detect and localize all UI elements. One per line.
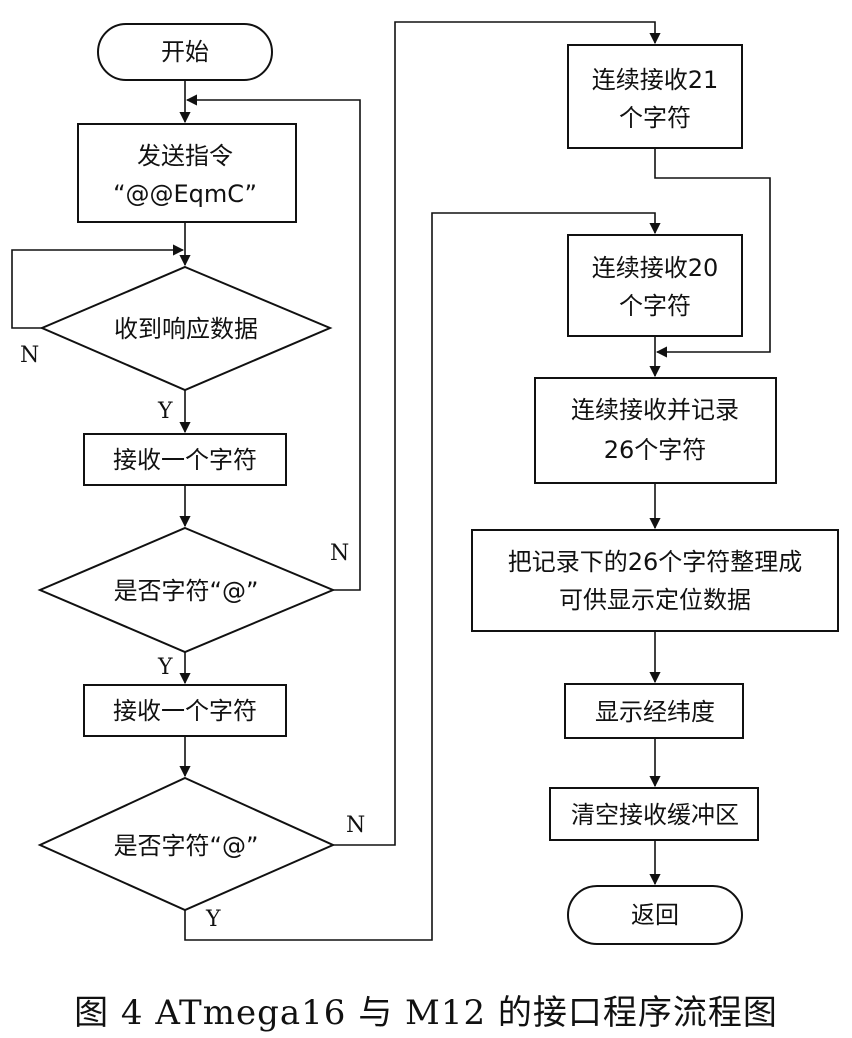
node-recv-char-1-label: 接收一个字符 xyxy=(113,446,257,474)
node-format: 把记录下的26个字符整理成 可供显示定位数据 xyxy=(471,529,839,632)
node-recv26-line1: 连续接收并记录 xyxy=(571,396,739,424)
decision-is-at-2: 是否字符“@” xyxy=(37,776,336,912)
node-recv20-line1: 连续接收20 xyxy=(592,254,719,282)
label-at2-yes: Y xyxy=(205,907,221,932)
label-recv-yes: Y xyxy=(157,399,173,424)
decision-is-at-2-label: 是否字符“@” xyxy=(114,832,259,860)
label-at1-no: N xyxy=(330,541,349,566)
node-recv-char-2: 接收一个字符 xyxy=(83,684,287,737)
node-recv21-line1: 连续接收21 xyxy=(592,66,719,94)
node-format-line1: 把记录下的26个字符整理成 xyxy=(508,548,803,576)
node-clear: 清空接收缓冲区 xyxy=(549,787,759,841)
node-recv26-line2: 26个字符 xyxy=(604,436,707,464)
node-start: 开始 xyxy=(97,23,273,81)
node-display-label: 显示经纬度 xyxy=(595,698,715,726)
flowchart: 开始 发送指令 “@@EqmC” 收到响应数据 接收一个字符 是否字符“@” 接… xyxy=(11,21,839,945)
node-recv26: 连续接收并记录 26个字符 xyxy=(534,377,777,484)
node-return: 返回 xyxy=(567,885,743,945)
label-recv-no: N xyxy=(20,343,39,368)
node-recv-char-1: 接收一个字符 xyxy=(83,433,287,486)
edge-recv21-to-merge xyxy=(654,148,771,358)
decision-is-at-1-label: 是否字符“@” xyxy=(114,577,259,605)
node-format-line2: 可供显示定位数据 xyxy=(559,586,751,614)
decision-is-at-1: 是否字符“@” xyxy=(37,526,336,654)
edge-recv-no-loop xyxy=(11,244,185,329)
node-send-command: 发送指令 “@@EqmC” xyxy=(77,123,297,223)
node-return-label: 返回 xyxy=(631,901,679,929)
decision-recv-check: 收到响应数据 xyxy=(39,265,333,392)
node-recv20: 连续接收20 个字符 xyxy=(567,234,743,337)
node-recv21: 连续接收21 个字符 xyxy=(567,44,743,149)
node-recv20-line2: 个字符 xyxy=(619,292,691,320)
node-recv21-line2: 个字符 xyxy=(619,104,691,132)
edge-at2-yes xyxy=(184,212,661,941)
decision-recv-check-label: 收到响应数据 xyxy=(114,315,258,343)
edge-at1-no-back xyxy=(185,94,361,591)
node-send-command-line1: 发送指令 xyxy=(137,142,233,170)
node-clear-label: 清空接收缓冲区 xyxy=(571,801,739,829)
edge-at2-no xyxy=(333,21,661,846)
edges xyxy=(11,21,771,941)
node-recv-char-2-label: 接收一个字符 xyxy=(113,697,257,725)
node-send-command-line2: “@@EqmC” xyxy=(113,180,257,208)
node-start-label: 开始 xyxy=(161,38,209,66)
figure-caption: 图 4 ATmega16 与 M12 的接口程序流程图 xyxy=(74,993,778,1033)
node-display: 显示经纬度 xyxy=(564,683,744,739)
label-at1-yes: Y xyxy=(157,655,173,680)
label-at2-no: N xyxy=(346,813,365,838)
